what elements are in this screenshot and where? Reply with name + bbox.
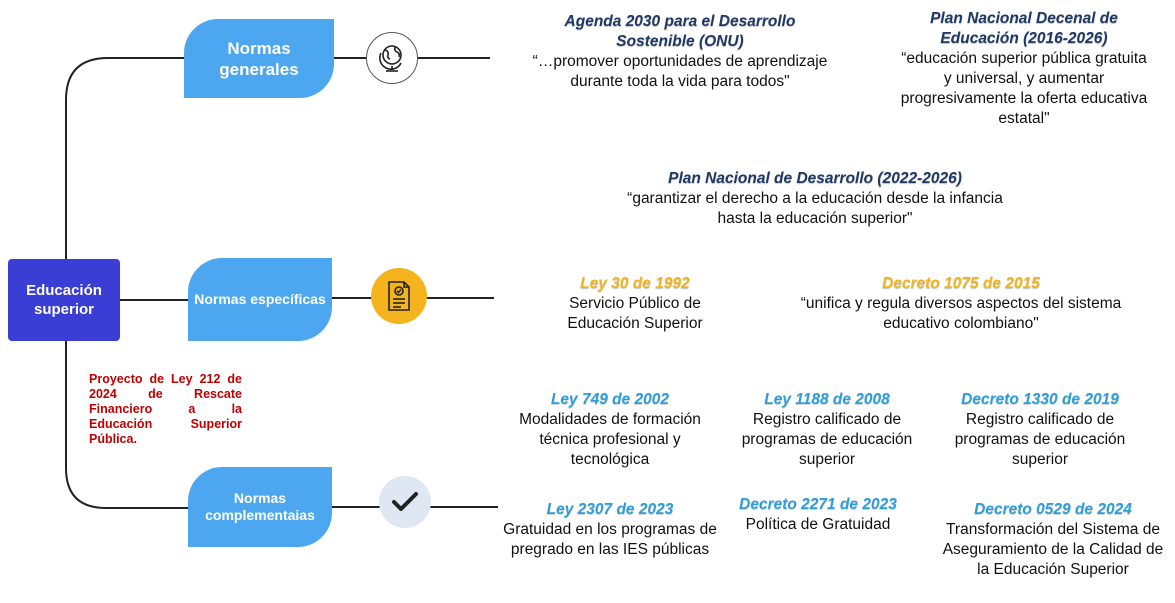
category-normas-complementarias: Normas complementaias	[188, 467, 332, 547]
category-normas-generales: Normas generales	[184, 19, 334, 98]
norm-decreto-0529: Decreto 0529 de 2024 Transformación del …	[938, 500, 1168, 580]
norm-title: Ley 2307 de 2023	[546, 501, 674, 518]
document-icon	[371, 268, 427, 324]
bill-note: Proyecto de Ley 212 de 2024 de Rescate F…	[89, 372, 242, 446]
norm-title: Plan Nacional Decenal de Educación (2016…	[930, 10, 1118, 47]
category-label: Normas específicas	[194, 291, 326, 307]
norm-title: Ley 30 de 1992	[580, 275, 690, 292]
norm-description: Registro calificado de programas de educ…	[741, 411, 913, 468]
category-normas-especificas: Normas específicas	[188, 258, 332, 341]
norm-decreto-1330: Decreto 1330 de 2019 Registro calificado…	[940, 390, 1140, 470]
root-node: Educación superior	[8, 259, 120, 341]
norm-title: Decreto 2271 de 2023	[739, 496, 897, 513]
connector-top	[65, 57, 185, 259]
norm-title: Ley 749 de 2002	[550, 391, 670, 408]
norm-description: Registro calificado de programas de educ…	[954, 411, 1126, 468]
norm-description: “…promover oportunidades de aprendizaje …	[532, 53, 828, 90]
norm-description: Modalidades de formación técnica profesi…	[519, 411, 701, 468]
norm-plan-desarrollo: Plan Nacional de Desarrollo (2022-2026) …	[625, 169, 1005, 229]
norm-decreto-2271: Decreto 2271 de 2023 Política de Gratuid…	[718, 495, 918, 535]
norm-description: Política de Gratuidad	[745, 516, 891, 533]
norm-ley-2307: Ley 2307 de 2023 Gratuidad en los progra…	[500, 500, 720, 560]
globe-icon	[366, 32, 418, 84]
norm-plan-decenal: Plan Nacional Decenal de Educación (2016…	[896, 9, 1152, 129]
connector-bottom	[65, 341, 188, 509]
norm-description: “garantizar el derecho a la educación de…	[627, 190, 1003, 227]
norm-ley-749: Ley 749 de 2002 Modalidades de formación…	[505, 390, 715, 470]
norm-title: Decreto 1075 de 2015	[882, 275, 1040, 292]
norm-description: “educación superior pública gratuita y u…	[900, 50, 1148, 127]
category-label: Normas complementaias	[205, 490, 315, 523]
norm-description: Transformación del Sistema de Aseguramie…	[942, 521, 1164, 578]
checkmark-icon	[379, 476, 431, 528]
norm-title: Decreto 0529 de 2024	[974, 501, 1132, 518]
norm-title: Ley 1188 de 2008	[764, 391, 890, 408]
root-label: Educación superior	[26, 282, 102, 318]
norm-description: “unifica y regula diversos aspectos del …	[800, 295, 1122, 332]
norm-agenda-2030: Agenda 2030 para el Desarrollo Sostenibl…	[530, 12, 830, 92]
norm-description: Servicio Público de Educación Superior	[567, 295, 703, 332]
norm-title: Agenda 2030 para el Desarrollo Sostenibl…	[564, 13, 796, 50]
norm-title: Decreto 1330 de 2019	[961, 391, 1119, 408]
norm-description: Gratuidad en los programas de pregrado e…	[503, 521, 717, 558]
norm-title: Plan Nacional de Desarrollo (2022-2026)	[668, 170, 962, 187]
norm-decreto-1075: Decreto 1075 de 2015 “unifica y regula d…	[800, 274, 1122, 334]
category-label: Normas generales	[219, 38, 299, 79]
norm-ley-30: Ley 30 de 1992 Servicio Público de Educa…	[540, 274, 730, 334]
norm-ley-1188: Ley 1188 de 2008 Registro calificado de …	[732, 390, 922, 470]
